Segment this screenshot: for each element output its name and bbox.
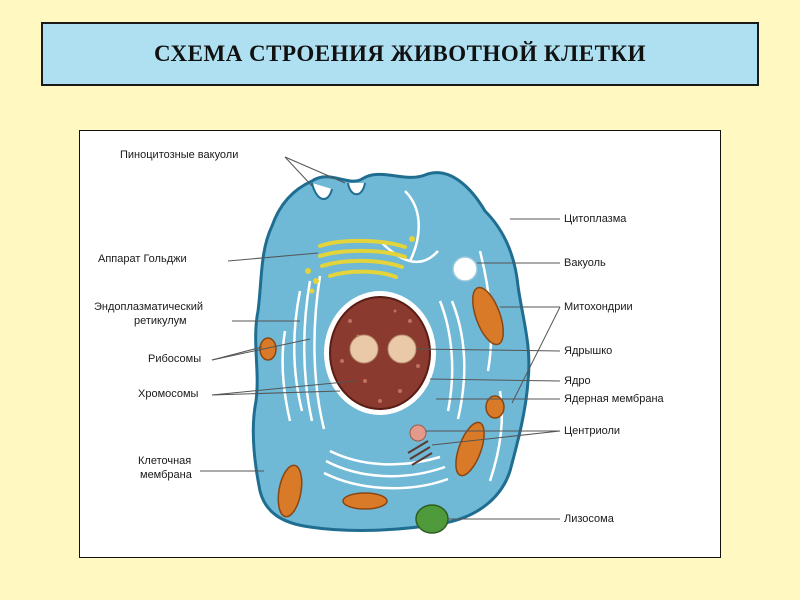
label-cytoplasm: Цитоплазма xyxy=(564,213,627,225)
label-vacuole: Вакуоль xyxy=(564,257,606,269)
label-nucleus: Ядро xyxy=(564,375,591,387)
label-lysosome: Лизосома xyxy=(564,513,614,525)
pinocytic-vacuole-2 xyxy=(347,182,366,196)
label-golgi: Аппарат Гольджи xyxy=(98,253,187,265)
label-nucleolus: Ядрышко xyxy=(564,345,613,357)
label-er-line2: ретикулум xyxy=(134,315,187,327)
label-nuclear-membrane: Ядерная мембрана xyxy=(564,393,664,405)
label-ribosomes: Рибосомы xyxy=(148,353,202,365)
endoplasmic-reticulum xyxy=(281,190,504,490)
lysosome xyxy=(415,504,449,534)
diagram-frame: Пиноцитозные вакуоли Аппарат Гольджи Энд… xyxy=(79,130,721,558)
animal-cell-diagram xyxy=(200,156,561,534)
mitochondria xyxy=(259,286,505,518)
label-mitochondria: Митохондрии xyxy=(564,301,633,313)
chromatin-dots xyxy=(340,309,420,403)
title-box: СХЕМА СТРОЕНИЯ ЖИВОТНОЙ КЛЕТКИ xyxy=(41,22,759,86)
nucleolus-2 xyxy=(387,334,417,364)
vacuole xyxy=(452,256,478,282)
label-centrioles: Центриоли xyxy=(564,425,621,437)
pinocytic-vacuole-1 xyxy=(311,182,333,200)
nucleolus-1 xyxy=(349,334,379,364)
leader-lines xyxy=(200,156,561,520)
label-cell-membrane-line1: Клеточная xyxy=(138,455,192,467)
slide-title: СХЕМА СТРОЕНИЯ ЖИВОТНОЙ КЛЕТКИ xyxy=(154,41,646,66)
golgi-apparatus xyxy=(318,238,407,279)
centrioles xyxy=(407,424,433,466)
label-cell-membrane-line2: мембрана xyxy=(140,469,192,481)
label-chromosomes: Хромосомы xyxy=(138,388,199,400)
label-pinocytic-vacuoles: Пиноцитозные вакуоли xyxy=(120,149,239,161)
golgi-vesicles xyxy=(305,236,415,294)
label-er-line1: Эндоплазматический xyxy=(94,301,204,313)
